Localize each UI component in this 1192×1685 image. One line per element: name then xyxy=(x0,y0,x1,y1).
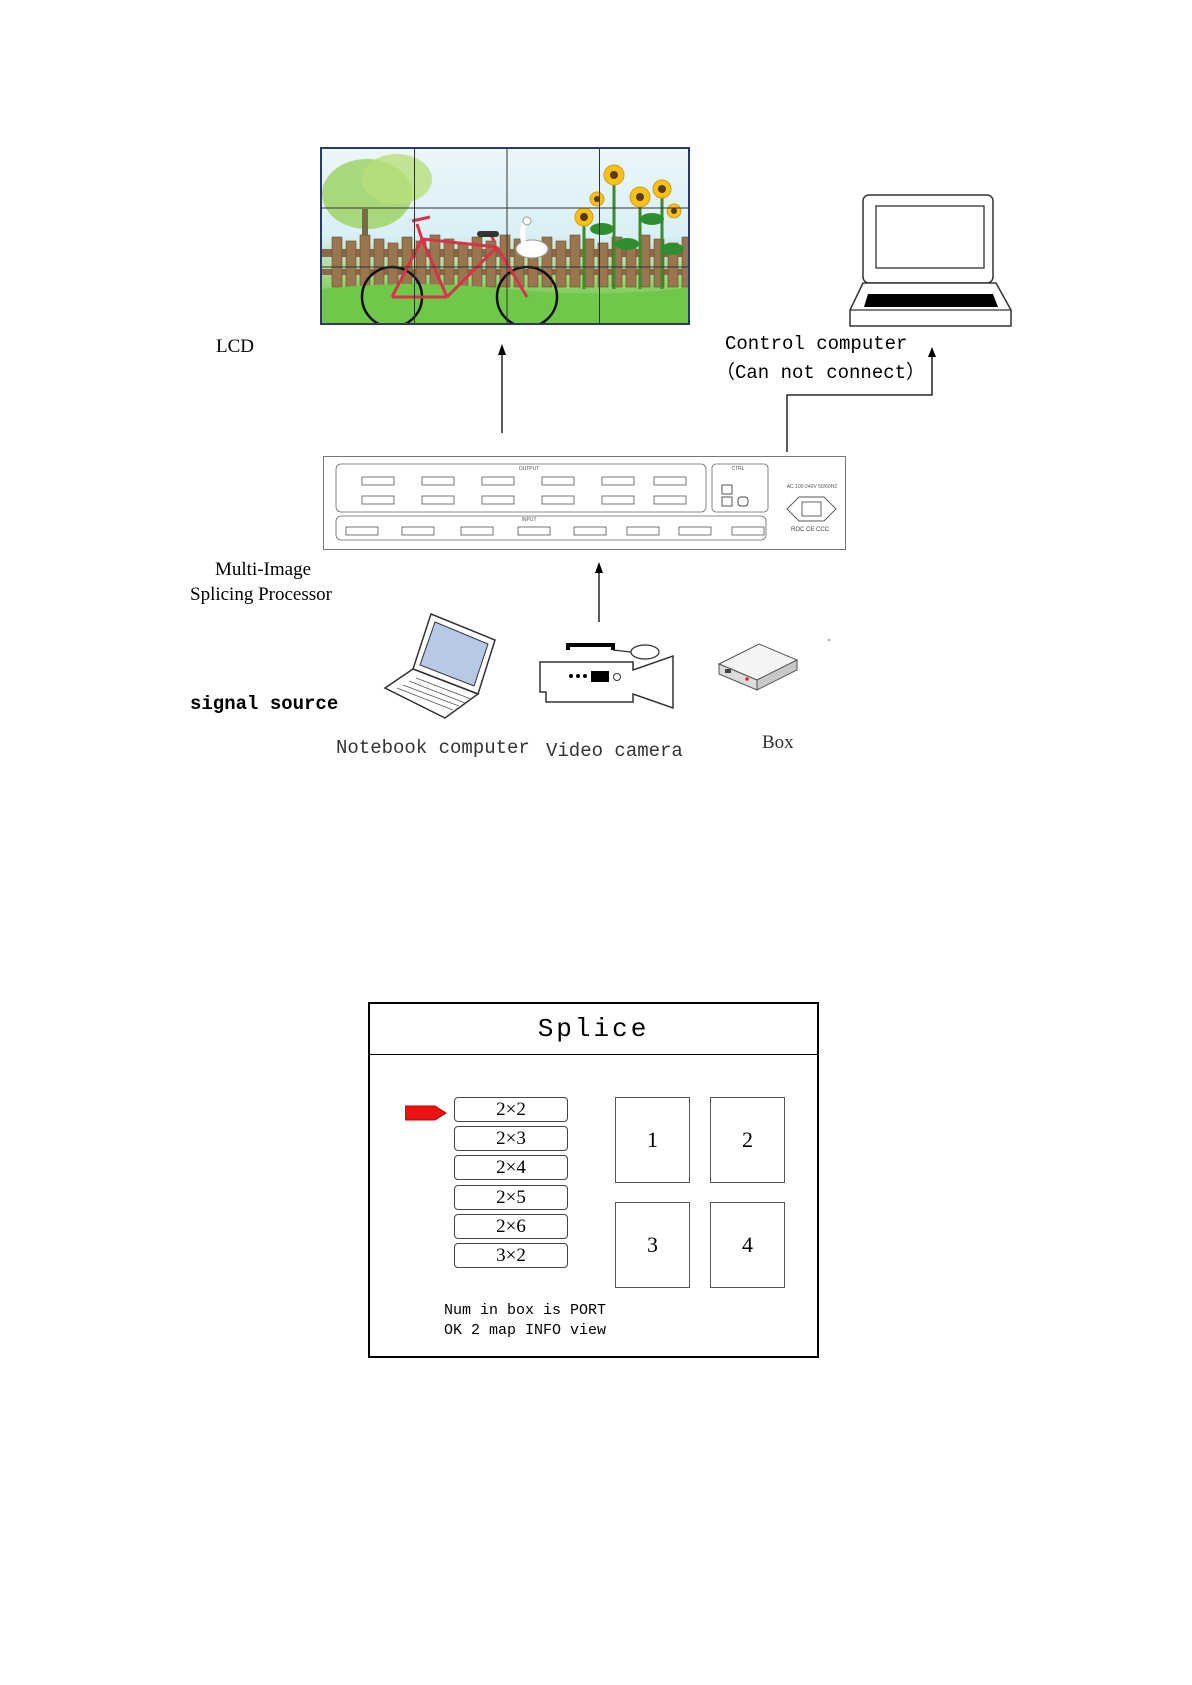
output-section-label: OUTPUT xyxy=(519,466,540,472)
source-label-notebook: Notebook computer xyxy=(336,737,530,759)
signal-source-label: signal source xyxy=(190,693,338,715)
video-camera-icon xyxy=(538,642,676,710)
splice-menu-title: Splice xyxy=(370,1004,817,1055)
port-box-2[interactable]: 2 xyxy=(710,1097,785,1183)
splice-help-line1: Num in box is PORT xyxy=(444,1302,606,1319)
port-box-1[interactable]: 1 xyxy=(615,1097,690,1183)
splice-option-2x6[interactable]: 2×6 xyxy=(454,1214,568,1239)
splice-option-2x2[interactable]: 2×2 xyxy=(454,1097,568,1122)
processor-label-line1: Multi-Image xyxy=(215,559,311,581)
source-label-box: Box xyxy=(762,732,794,754)
notebook-computer-icon xyxy=(383,612,498,720)
splice-option-2x3[interactable]: 2×3 xyxy=(454,1126,568,1151)
input-section-label: INPUT xyxy=(522,517,537,523)
port-box-4[interactable]: 4 xyxy=(710,1202,785,1288)
processor-to-control-arrow xyxy=(787,350,932,452)
splice-option-3x2[interactable]: 3×2 xyxy=(454,1243,568,1268)
ctrl-section-label: CTRL xyxy=(731,466,744,472)
selection-arrow-icon xyxy=(405,1104,447,1122)
set-top-box-icon xyxy=(717,642,799,692)
port-box-3[interactable]: 3 xyxy=(615,1202,690,1288)
source-label-video-camera: Video camera xyxy=(546,740,683,762)
processor-label-line2: Splicing Processor xyxy=(190,584,332,606)
splice-help-line2: OK 2 map INFO view xyxy=(444,1322,606,1339)
splice-option-2x5[interactable]: 2×5 xyxy=(454,1185,568,1210)
splicing-processor-panel: OUTPUT INPUT CTRL AC 100-240V 50/60HZ xyxy=(323,456,846,550)
splice-option-2x4[interactable]: 2×4 xyxy=(454,1155,568,1180)
power-spec-label: AC 100-240V 50/60HZ xyxy=(787,484,838,490)
certification-label: ROC CE CCC xyxy=(791,527,830,533)
splice-menu-panel: Splice 2×2 2×3 2×4 2×5 2×6 3×2 1 2 3 4 N… xyxy=(368,1002,819,1358)
